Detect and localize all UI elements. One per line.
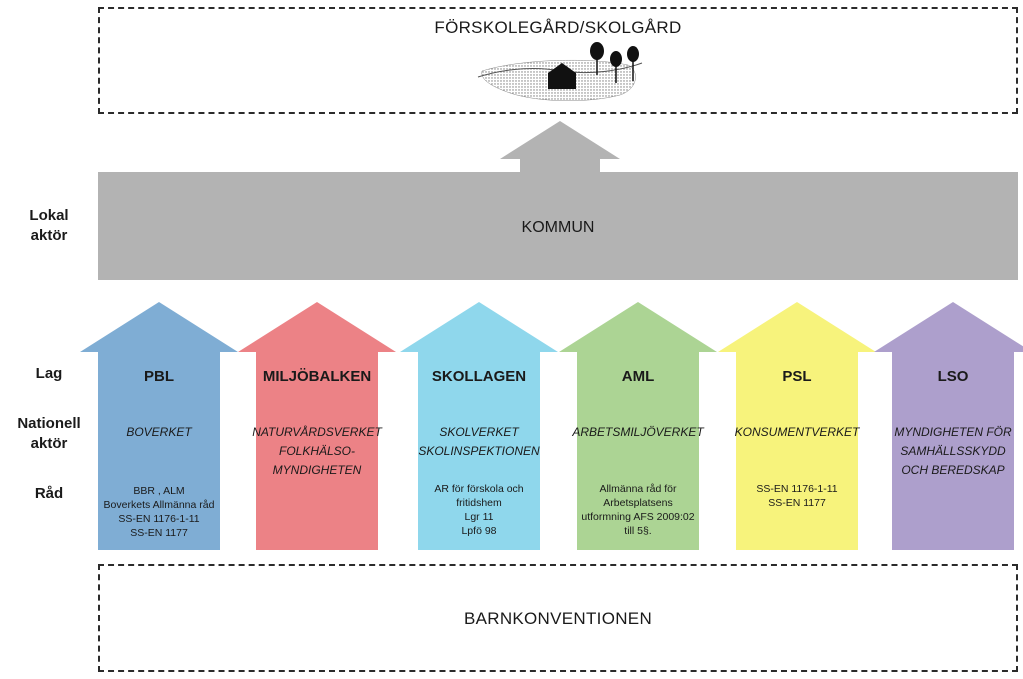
- advice-pbl: BBR , ALM Boverkets Allmänna råd SS-EN 1…: [103, 485, 215, 539]
- advice-psl: SS-EN 1176-1-11 SS-EN 1177: [756, 483, 838, 509]
- law-lso: LSO: [937, 368, 969, 385]
- law-arrow-lso: [874, 302, 1023, 550]
- law-skollagen: SKOLLAGEN: [431, 368, 527, 385]
- agency-arbetsmiljoverket: ARBETSMILJÖVERKET: [572, 425, 704, 439]
- law-miljobalken: MILJÖBALKEN: [262, 368, 372, 385]
- law-arrow-skollagen: [400, 302, 558, 550]
- agency-naturvardsverket: NATURVÅRDSVERKET FOLKHÄLSO- MYNDIGHETEN: [252, 425, 382, 477]
- row-label-lokal: Lokal aktör: [29, 207, 69, 244]
- row-label-lag: Lag: [35, 365, 63, 382]
- agency-boverket: BOVERKET: [126, 425, 192, 439]
- law-arrow-miljöbalken: [238, 302, 396, 550]
- row-label-nationell: Nationell aktör: [17, 415, 81, 452]
- kommun-arrow: [98, 121, 1018, 280]
- barnkonventionen-box: BARNKONVENTIONEN: [98, 564, 1018, 672]
- law-arrow-aml: [559, 302, 717, 550]
- agency-msb: MYNDIGHETEN FÖR SAMHÄLLSSKYDD OCH BEREDS…: [894, 425, 1012, 477]
- barnkonventionen-title: BARNKONVENTIONEN: [463, 609, 653, 628]
- advice-skollagen: AR för förskola och fritidshem Lgr 11 Lp…: [434, 483, 524, 537]
- agency-konsumentverket: KONSUMENTVERKET: [734, 425, 860, 439]
- law-arrows: [80, 302, 1023, 550]
- agency-skolverket: SKOLVERKET SKOLINSPEKTIONEN: [418, 425, 540, 458]
- schoolyard-title: FÖRSKOLEGÅRD/SKOLGÅRD: [434, 18, 682, 37]
- schoolyard-box: FÖRSKOLEGÅRD/SKOLGÅRD: [98, 7, 1018, 114]
- law-arrow-psl: [718, 302, 876, 550]
- law-psl: PSL: [782, 368, 812, 385]
- law-pbl: PBL: [144, 368, 174, 385]
- law-arrow-pbl: [80, 302, 238, 550]
- kommun-label: KOMMUN: [521, 219, 595, 236]
- schoolyard-illustration: [477, 42, 643, 102]
- row-label-rad: Råd: [34, 485, 64, 502]
- law-aml: AML: [621, 368, 655, 385]
- advice-aml: Allmänna råd för Arbetsplatsens utformni…: [581, 483, 695, 537]
